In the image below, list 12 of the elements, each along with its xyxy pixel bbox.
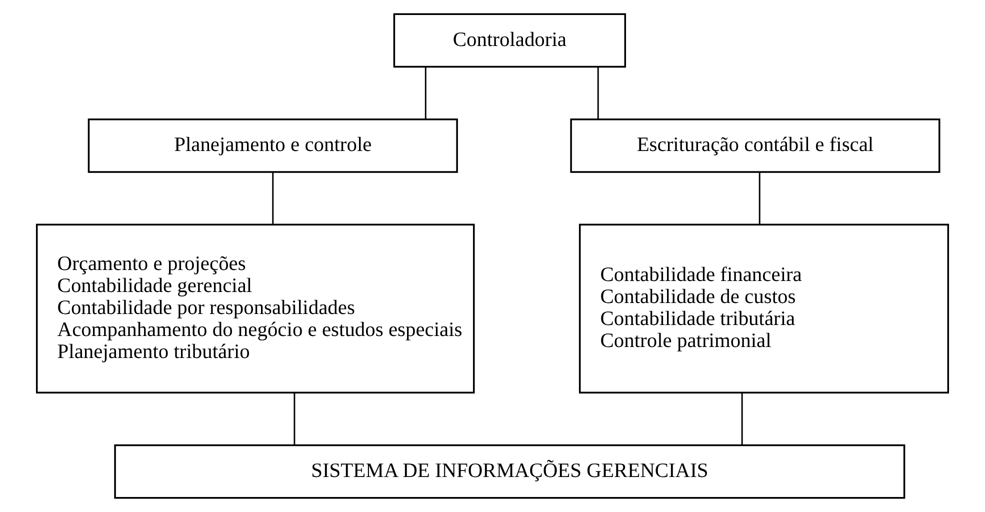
connector	[758, 172, 760, 224]
connector	[741, 392, 743, 446]
connector	[597, 66, 599, 119]
node-box: Contabilidade financeira Contabilidade de custos Contabilidade tributária Controle patrimonial	[578, 224, 950, 394]
node-box: SISTEMA DE INFORMAÇÕES GERENCIAIS	[114, 444, 906, 499]
node-box: Planejamento e controle	[88, 118, 458, 173]
connector	[272, 172, 274, 224]
connector	[294, 392, 296, 446]
connector	[424, 66, 426, 119]
node-box: Escrituração contábil e fiscal	[570, 118, 940, 173]
node-box: Orçamento e projeções Contabilidade gerencial Contabilidade por responsabilidades Acompanhamento do negócio e estudos especiais Planejamento tributário	[36, 224, 475, 394]
node-box: Controladoria	[393, 13, 626, 68]
